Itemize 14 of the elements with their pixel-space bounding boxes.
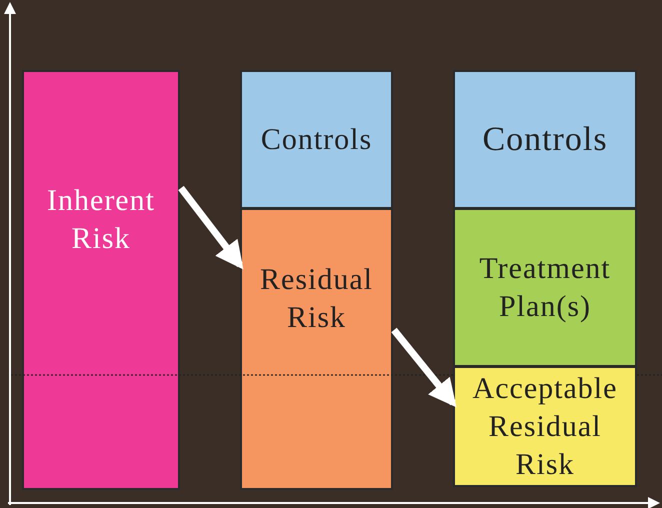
box-label: Controls (260, 122, 372, 158)
risk-box (453, 366, 637, 487)
risk-bar (240, 208, 393, 490)
treatment-box (453, 208, 637, 367)
controls-box (240, 70, 393, 209)
box-label: Treatment Plan(s) (478, 250, 612, 324)
arrow (391, 328, 457, 408)
arrow (178, 186, 244, 270)
box-label: Acceptable Residual Risk (472, 370, 618, 482)
box-label: Controls (482, 120, 608, 158)
controls-box (453, 70, 637, 209)
risk-bar (22, 70, 180, 490)
box-label: Residual Risk (259, 262, 374, 336)
box-label: Inherent Risk (46, 183, 156, 257)
